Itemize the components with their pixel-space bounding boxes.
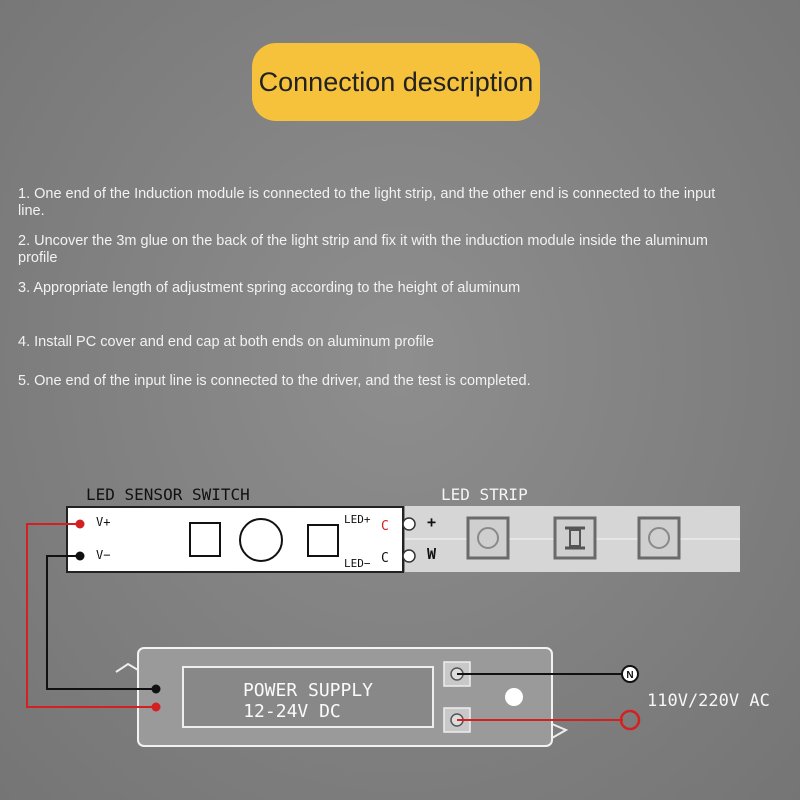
page-title: Connection description [258,66,534,97]
power-supply: POWER SUPPLY 12-24V DC [115,647,569,747]
strip-w-label: W [427,545,437,563]
live-terminal-icon [619,709,641,731]
instruction-step-2: 2. Uncover the 3m glue on the back of th… [18,233,708,266]
terminal-icon [402,549,416,563]
led-plus-label: LED+ [344,513,371,526]
v-minus-label: V− [96,548,110,562]
black-wire [46,555,156,690]
resistor-icon [553,516,597,560]
instruction-step-4: 4. Install PC cover and end cap at both … [18,334,434,350]
instruction-step-5: 5. One end of the input line is connecte… [18,373,531,389]
instruction-step-3: 3. Appropriate length of adjustment spri… [18,280,521,296]
sensor-switch-body [66,506,404,573]
c-red-label: C [381,519,389,534]
led-chip-icon [637,516,681,560]
ac-voltage-label: 110V/220V AC [647,691,770,711]
wires [26,523,623,721]
neutral-terminal-icon [621,665,639,683]
power-supply-line2: 12-24V DC [243,701,341,722]
sensor-switch: V+ V− LED+ LED− C C [66,506,416,573]
mount-hole-icon [505,688,523,706]
led-chip-icon [466,516,510,560]
strip-label: LED STRIP [441,485,528,504]
neutral-terminal: N [621,665,639,683]
power-supply-label-panel [182,666,434,728]
strip-plus-label: + [427,513,436,531]
terminal-icon [402,517,416,531]
red-wire [26,523,156,708]
instruction-step-1: 1. One end of the Induction module is co… [18,186,716,219]
sensor-square-icon [307,524,339,557]
led-minus-label: LED− [344,557,371,570]
neutral-label: N [626,670,633,681]
title-banner: Connection description [252,43,540,121]
c-black-label: C [381,551,389,566]
power-supply-line1: POWER SUPPLY [243,680,373,701]
cable-strain-icon [551,723,569,739]
sensor-label: LED SENSOR SWITCH [86,485,250,504]
cable-strain-icon [115,662,139,673]
v-plus-label: V+ [96,515,110,529]
led-strip: + W [405,506,740,572]
sensor-square-icon [189,522,221,557]
sensor-lens-icon [239,518,283,562]
